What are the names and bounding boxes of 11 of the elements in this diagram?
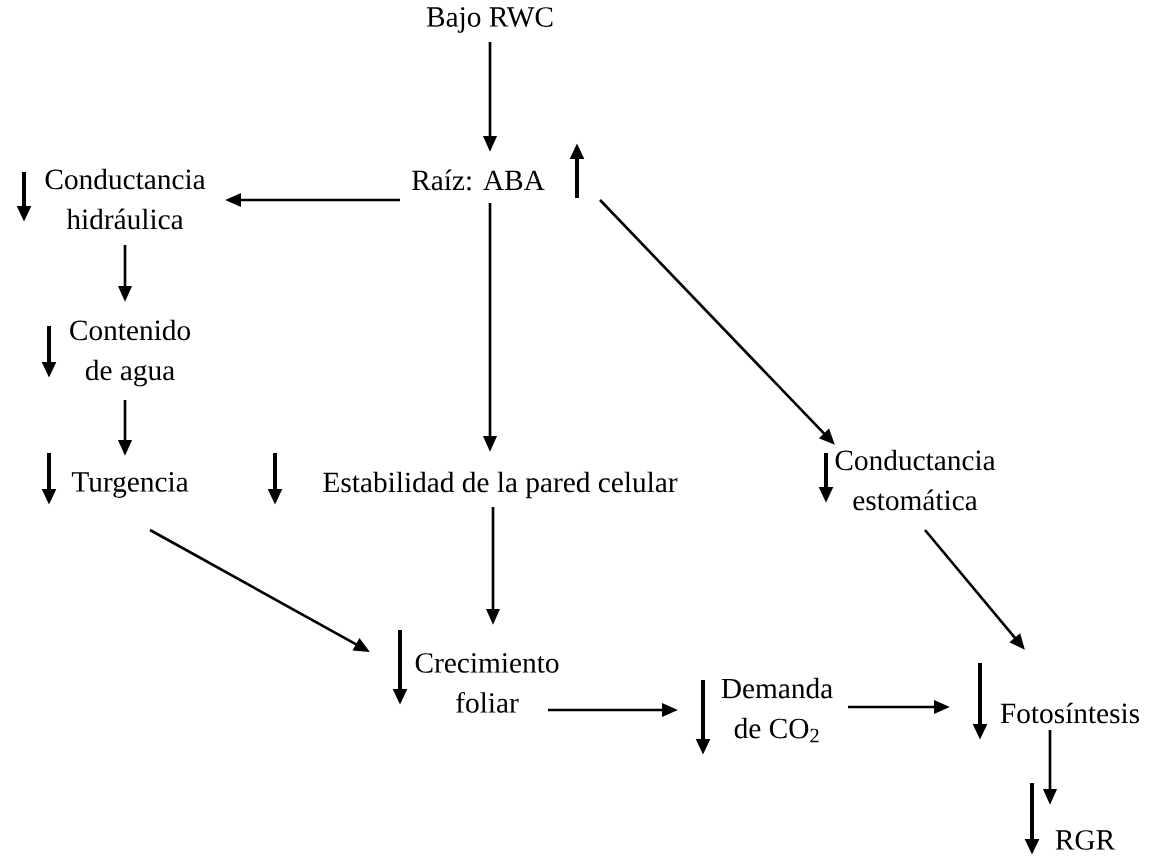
node-label: Crecimiento foliar: [415, 653, 559, 713]
node-label: Conductancia hidráulica: [45, 168, 206, 230]
node-label: Contenido de agua: [70, 319, 190, 387]
node-label: Conductancia estomática: [835, 449, 996, 511]
node-label: Bajo RWC: [426, 7, 553, 33]
node-label: Turgencia: [71, 472, 189, 498]
node-label: Raíz: ABA: [412, 169, 545, 191]
node-label: RGR: [1055, 830, 1116, 850]
node-label: Demanda de CO$_{2}$: [721, 677, 833, 743]
node-label: Fotosíntesis: [1000, 702, 1140, 724]
node-label: Estabilidad de la pared celular: [323, 471, 678, 499]
